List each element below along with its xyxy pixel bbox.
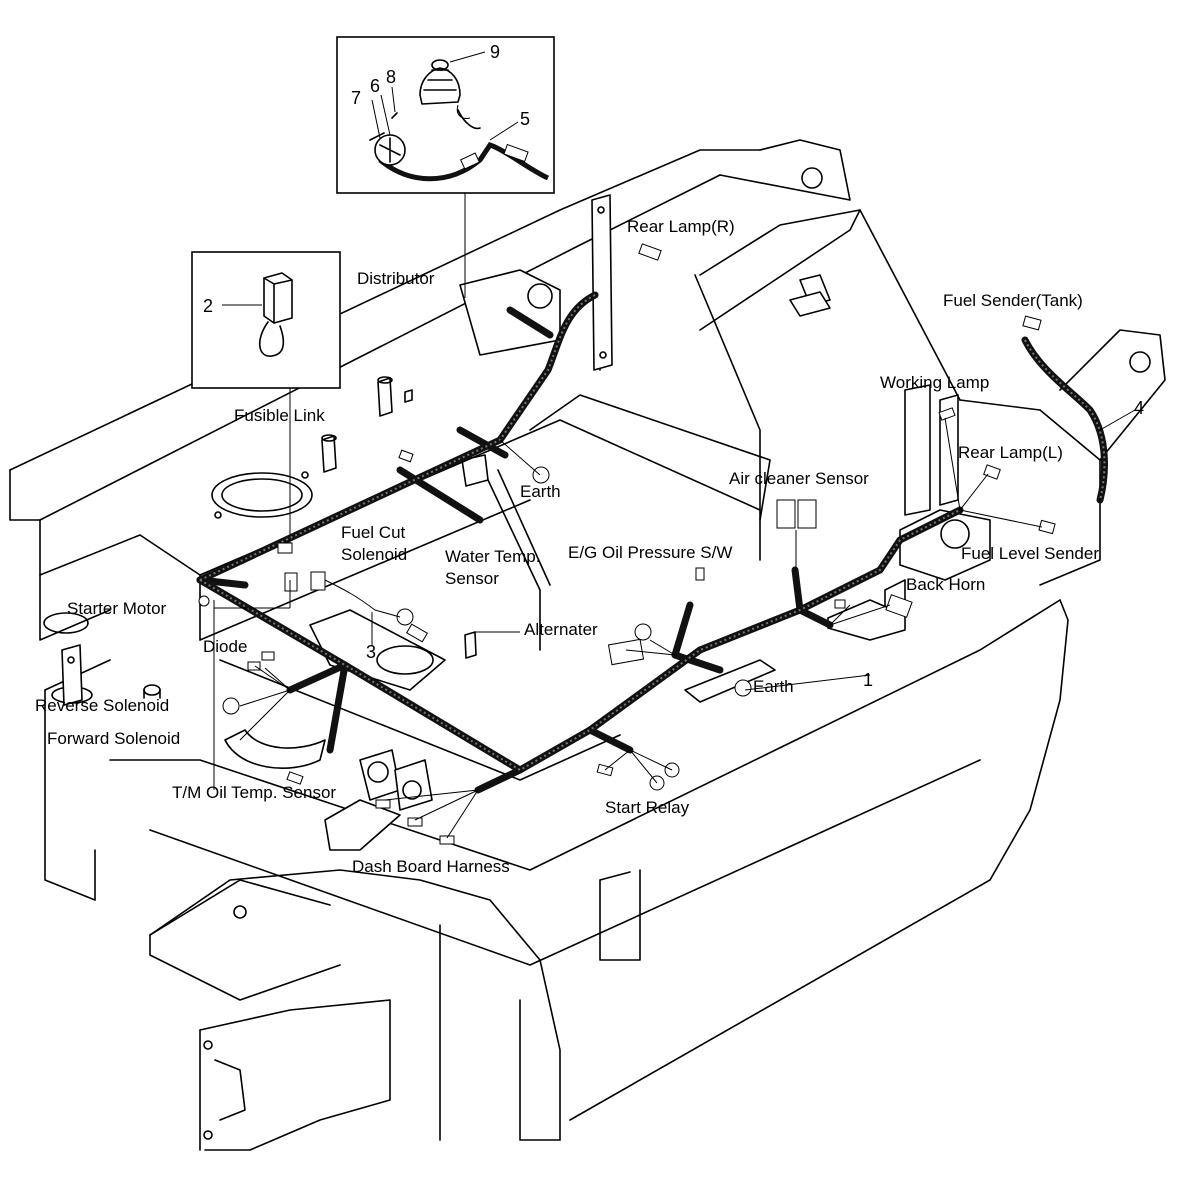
label-air-cleaner-sensor: Air cleaner Sensor [729,469,869,488]
text-labels: Rear Lamp(R) Distributor Fuel Sender(Tan… [35,217,1144,876]
label-water-temp-sensor-line1: Water Temp. [445,547,540,566]
label-fuel-level-sender: Fuel Level Sender [961,544,1099,563]
label-diode: Diode [203,637,247,656]
label-alternater: Alternater [524,620,598,639]
label-fuel-cut-solenoid-line2: Solenoid [341,545,407,564]
callout-7: 7 [351,88,361,108]
inset-box-distributor: 9 5 7 6 8 [336,36,555,194]
connectors [198,104,1056,845]
label-start-relay: Start Relay [605,798,690,817]
label-reverse-solenoid: Reverse Solenoid [35,696,169,715]
inset-box-fusible-link: 2 [191,251,341,389]
label-distributor: Distributor [357,269,435,288]
label-earth-top: Earth [520,482,561,501]
label-fuel-cut-solenoid-line1: Fuel Cut [341,523,406,542]
callout-1: 1 [863,670,873,690]
leader-lines [213,409,1136,790]
label-rear-lamp-r: Rear Lamp(R) [627,217,735,236]
label-eg-oil-pressure-sw: E/G Oil Pressure S/W [568,543,732,562]
label-working-lamp: Working Lamp [880,373,989,392]
callout-6: 6 [370,76,380,96]
callout-3: 3 [366,642,376,662]
callout-5: 5 [520,109,530,129]
callout-9: 9 [490,42,500,62]
callout-4: 4 [1134,398,1144,418]
label-water-temp-sensor-line2: Sensor [445,569,499,588]
callout-2: 2 [203,296,213,316]
main-harness [196,291,1108,794]
label-tm-oil-temp-sensor: T/M Oil Temp. Sensor [172,783,336,802]
label-earth-mid: Earth [753,677,794,696]
label-fusible-link: Fusible Link [234,406,325,425]
label-forward-solenoid: Forward Solenoid [47,729,180,748]
label-dash-board-harness: Dash Board Harness [352,857,510,876]
label-starter-motor: Starter Motor [67,599,167,618]
label-fuel-sender-tank: Fuel Sender(Tank) [943,291,1083,310]
label-rear-lamp-l: Rear Lamp(L) [958,443,1063,462]
callout-8: 8 [386,67,396,87]
label-back-horn: Back Horn [906,575,985,594]
